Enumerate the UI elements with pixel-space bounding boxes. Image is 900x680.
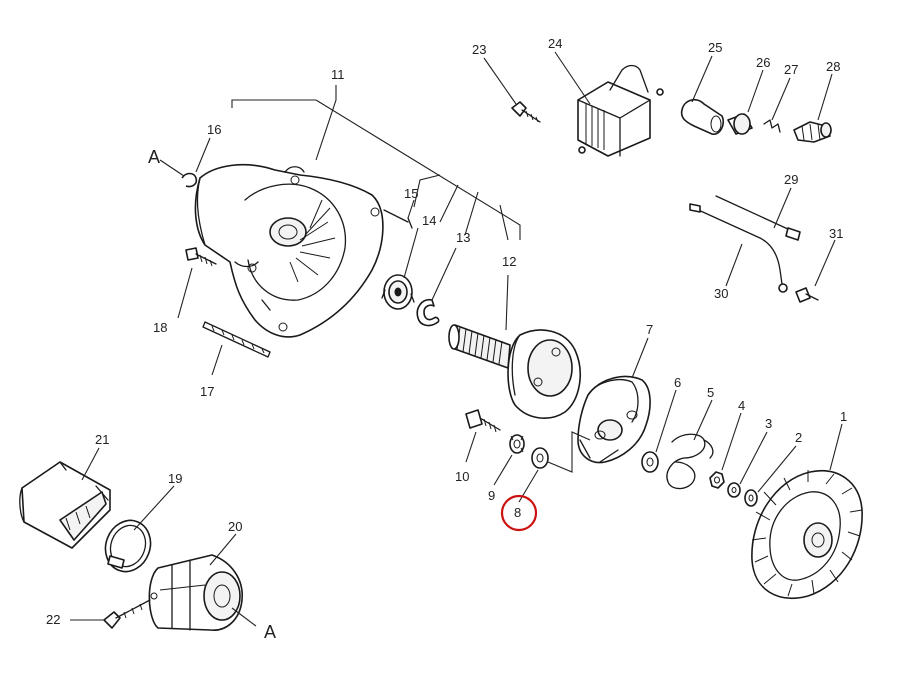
part-12-clutch-drum <box>448 324 581 419</box>
label-17[interactable]: 17 <box>200 384 214 399</box>
part-9-lock-washer <box>509 434 525 454</box>
part-30-wire <box>689 203 788 293</box>
part-22-bolt <box>103 592 158 629</box>
part-26-spark-plug <box>727 113 753 135</box>
highlight-circle-part-8 <box>500 494 538 532</box>
part-29-wire <box>715 195 801 241</box>
part-16-clip <box>181 172 198 188</box>
part-7-clutch-shoe <box>577 375 651 464</box>
part-labels: 1 2 3 4 5 6 7 8 9 10 11 12 13 14 15 16 1… <box>46 36 847 642</box>
part-19-ring <box>104 519 152 573</box>
part-24-ignition-coil <box>577 64 664 157</box>
label-18[interactable]: 18 <box>153 320 167 335</box>
part-4-nut <box>709 471 725 489</box>
label-11[interactable]: 11 <box>331 67 345 82</box>
label-9[interactable]: 9 <box>488 488 495 503</box>
assembly-bracket <box>547 431 591 473</box>
label-4[interactable]: 4 <box>738 398 745 413</box>
label-12[interactable]: 12 <box>502 254 516 269</box>
label-26[interactable]: 26 <box>756 55 770 70</box>
part-23-bolt <box>511 101 541 123</box>
part-14-bearing <box>381 274 415 310</box>
label-24[interactable]: 24 <box>548 36 562 51</box>
part-31-screw <box>795 287 819 303</box>
label-2[interactable]: 2 <box>795 430 802 445</box>
label-19[interactable]: 19 <box>168 471 182 486</box>
label-30[interactable]: 30 <box>714 286 728 301</box>
part-17-strip <box>202 321 271 358</box>
label-27[interactable]: 27 <box>784 62 798 77</box>
part-11-housing <box>194 163 384 338</box>
label-16[interactable]: 16 <box>207 122 221 137</box>
part-13-snap-ring <box>416 298 440 327</box>
part-1-flywheel <box>751 470 863 600</box>
part-25-plug-cap <box>680 98 725 135</box>
label-7[interactable]: 7 <box>646 322 653 337</box>
reference-a-top: A <box>148 147 160 167</box>
part-21-shroud <box>19 461 111 549</box>
label-21[interactable]: 21 <box>95 432 109 447</box>
part-15-pin <box>383 209 413 229</box>
part-2-washer <box>744 489 758 507</box>
part-10-bolt <box>465 409 501 433</box>
label-1[interactable]: 1 <box>840 409 847 424</box>
label-31[interactable]: 31 <box>829 226 843 241</box>
part-3-washer <box>727 482 741 498</box>
label-8[interactable]: 8 <box>514 505 521 520</box>
part-8-washer <box>531 447 549 469</box>
label-14[interactable]: 14 <box>422 213 436 228</box>
label-28[interactable]: 28 <box>826 59 840 74</box>
label-6[interactable]: 6 <box>674 375 681 390</box>
part-5-spring <box>666 433 714 490</box>
label-25[interactable]: 25 <box>708 40 722 55</box>
label-10[interactable]: 10 <box>455 469 469 484</box>
part-28-terminal <box>793 121 832 143</box>
label-5[interactable]: 5 <box>707 385 714 400</box>
label-22[interactable]: 22 <box>46 612 60 627</box>
label-3[interactable]: 3 <box>765 416 772 431</box>
label-23[interactable]: 23 <box>472 42 486 57</box>
leader-lines <box>70 51 843 627</box>
label-29[interactable]: 29 <box>784 172 798 187</box>
reference-a-bottom: A <box>264 622 276 642</box>
label-15[interactable]: 15 <box>404 186 418 201</box>
part-6-washer <box>641 451 659 473</box>
part-18-bolt <box>185 247 217 267</box>
part-27-spring <box>763 119 781 133</box>
label-13[interactable]: 13 <box>456 230 470 245</box>
label-20[interactable]: 20 <box>228 519 242 534</box>
part-20-coupling <box>148 554 243 631</box>
